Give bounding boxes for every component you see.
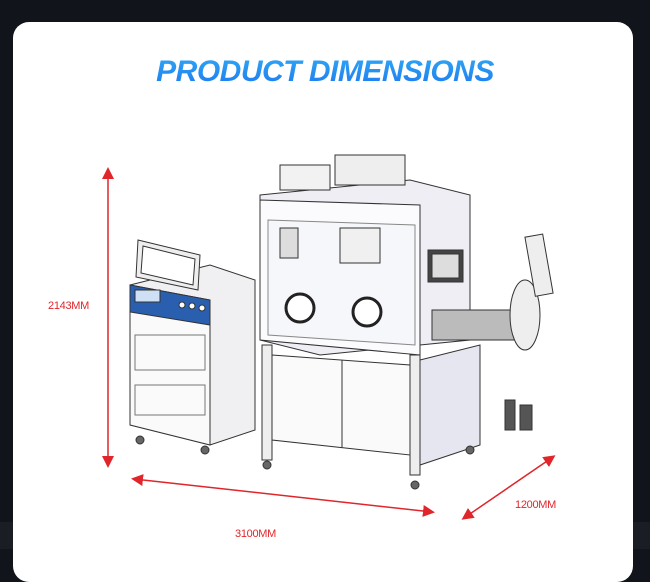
- dimension-lines: [102, 167, 556, 520]
- page-title: PRODUCT DIMENSIONS: [0, 55, 650, 89]
- depth-dimension-line: [461, 455, 556, 520]
- height-dimension-label: 2143MM: [48, 300, 89, 312]
- glovebox: [259, 154, 471, 356]
- width-dimension-label: 3100MM: [235, 528, 276, 540]
- transfer-chamber: [431, 233, 554, 351]
- product-diagram: [102, 154, 556, 520]
- depth-dimension-label: 1200MM: [515, 499, 556, 511]
- glove-port-left: [284, 292, 316, 324]
- width-dimension-line: [131, 474, 435, 517]
- stand-cabinet: [261, 344, 481, 490]
- glove-port-right: [351, 296, 383, 328]
- control-cabinet: [129, 239, 256, 455]
- glovebox-machine: [129, 154, 554, 490]
